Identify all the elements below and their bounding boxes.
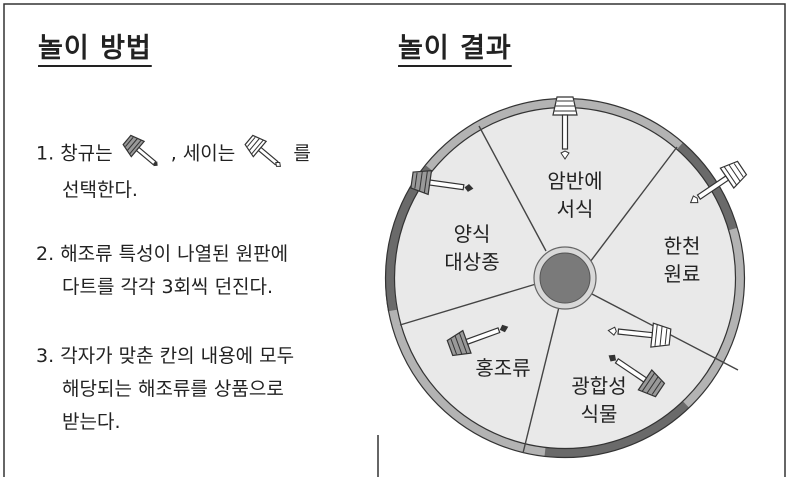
rule-step-2: 2. 해조류 특성이 나열된 원판에 다트를 각각 3회씩 던진다. (36, 238, 288, 304)
sector-label: 한천 (664, 234, 701, 258)
dart-icon (608, 350, 668, 401)
step-number: 2. (36, 243, 55, 265)
step-number: 1. (36, 142, 55, 165)
step-text: 를 (293, 142, 311, 165)
sector-label: 서식 (557, 197, 594, 221)
step-text: 해조류 특성이 나열된 원판에 (60, 243, 289, 265)
sector-label: 광합성 (571, 374, 626, 398)
dart-diamond-icon (244, 134, 282, 167)
sector-label: 식물 (581, 402, 618, 426)
results-heading: 놀이 결과 (398, 33, 512, 64)
sector-dividers (399, 125, 739, 454)
sector-label: 암반에 (547, 169, 602, 193)
dart-icon (689, 157, 750, 208)
sector-label: 홍조류 (475, 356, 530, 380)
step-text: , 세이는 (170, 142, 236, 165)
board-rim-dark-right (677, 142, 738, 231)
step-text: 선택한다. (62, 179, 138, 201)
sector-label: 원료 (664, 262, 701, 286)
dart-icon (552, 96, 578, 160)
step-text: 받는다. (62, 411, 121, 433)
step-number: 3. (36, 345, 55, 367)
board-rim-dark-bottom (544, 401, 690, 458)
step-text: 창규는 (60, 142, 113, 165)
dart-icon (607, 319, 672, 350)
sector-label: 대상종 (444, 250, 499, 274)
step-text: 해당되는 해조류를 상품으로 (62, 378, 284, 400)
dart-star-icon (122, 134, 158, 167)
step-text: 각자가 맞춘 칸의 내용에 모두 (60, 345, 295, 367)
dart-icon (409, 167, 474, 200)
rules-heading: 놀이 방법 (38, 33, 152, 64)
rule-step-1: 1. 창규는 , 세이는 를 선택한다. (36, 134, 311, 207)
sector-label: 양식 (454, 222, 491, 246)
step-text: 다트를 각각 3회씩 던진다. (62, 276, 274, 298)
dart-icon (445, 318, 509, 360)
rule-step-3: 3. 각자가 맞춘 칸의 내용에 모두 해당되는 해조류를 상품으로 받는다. (36, 340, 294, 439)
